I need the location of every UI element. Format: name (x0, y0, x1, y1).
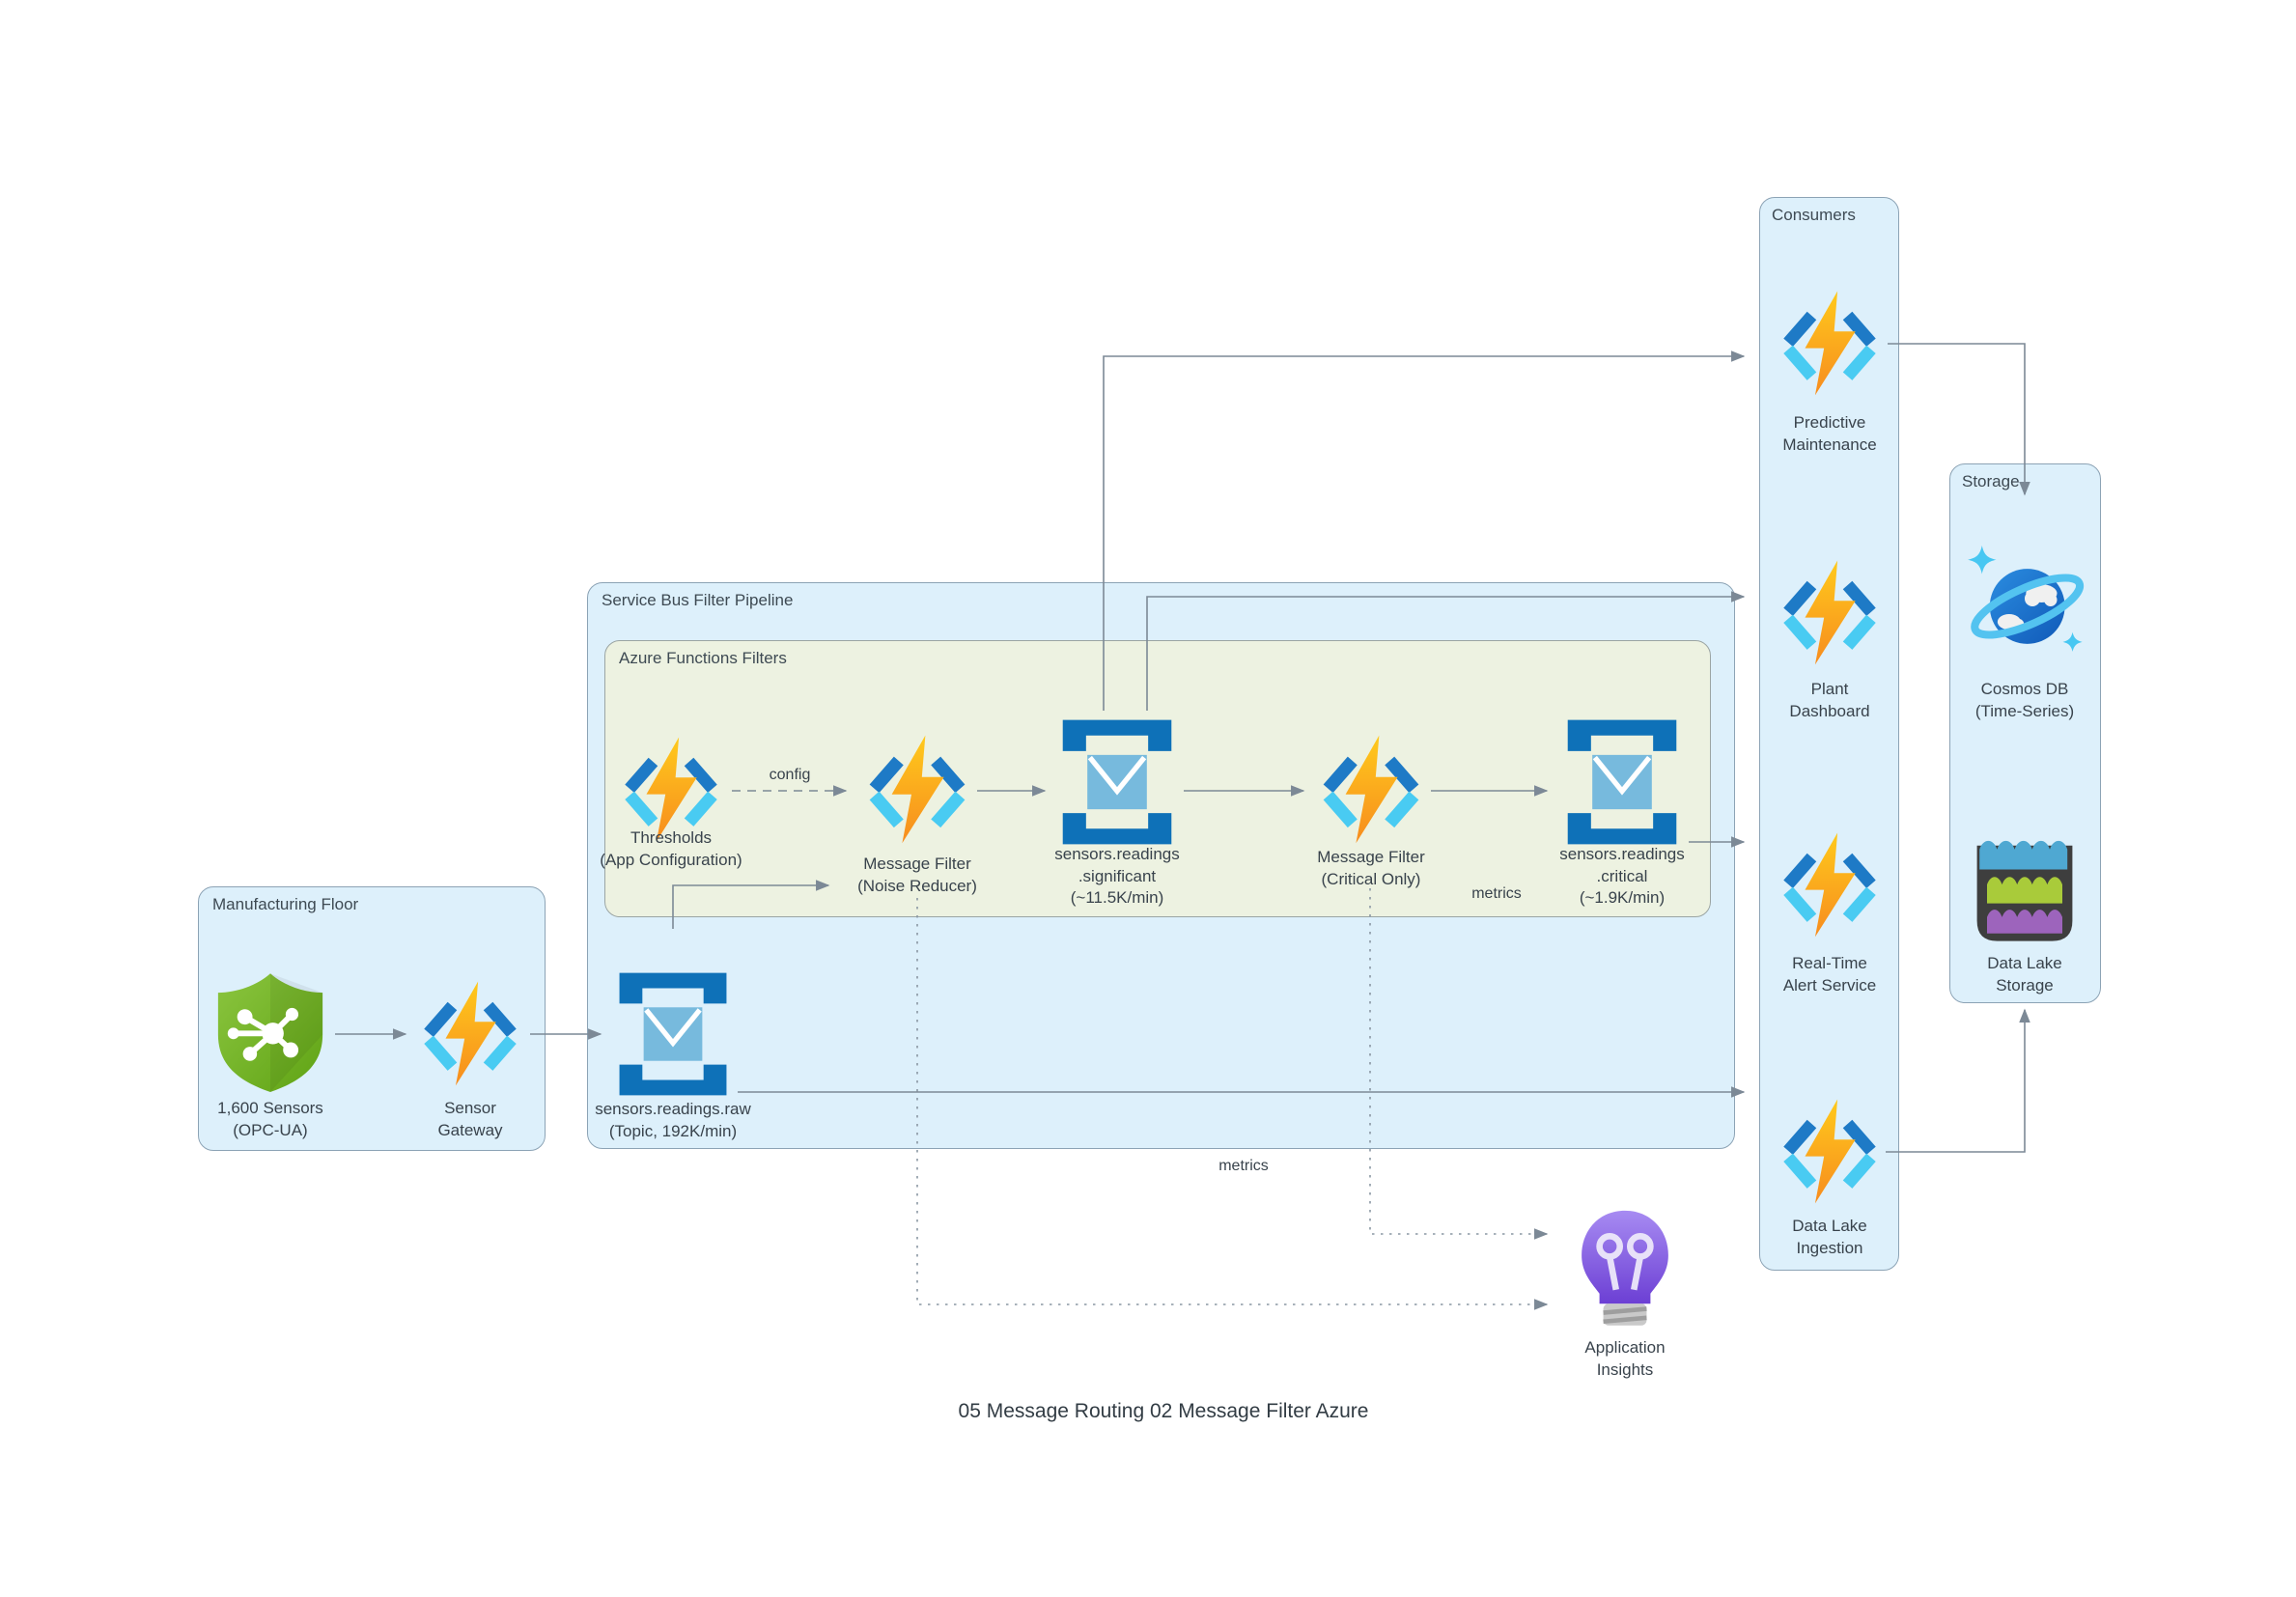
azure-functions-icon (1313, 732, 1429, 848)
azure-functions-filters-label: Azure Functions Filters (619, 649, 787, 667)
azure-functions-icon (1774, 557, 1886, 669)
cosmos-db-label: Cosmos DB(Time-Series) (1974, 680, 2075, 720)
edge-raw-topic-to-noise-filter (672, 880, 830, 929)
thresholds-label: Thresholds(App Configuration) (600, 828, 742, 869)
consumers-label: Consumers (1772, 206, 1856, 224)
critical-filter-label: Message Filter(Critical Only) (1317, 848, 1425, 888)
azure-functions-icon (1774, 829, 1886, 941)
manufacturing-floor-label: Manufacturing Floor (212, 895, 359, 913)
storage-label: Storage (1962, 472, 2020, 490)
consumers-container: Consumers (1759, 197, 1899, 1271)
edge-noise-filter-metrics-to-app-insights (916, 898, 1549, 1310)
edge-critical-filter-metrics-to-app-insights (1369, 888, 1549, 1240)
service-bus-topic-icon (1557, 717, 1687, 847)
azure-functions-icon (414, 978, 526, 1090)
critical-topic-label: sensors.readings.critical(~1.9K/min) (1559, 845, 1685, 907)
service-bus-pipeline-label: Service Bus Filter Pipeline (602, 591, 794, 609)
application-insights-icon (1561, 1203, 1689, 1331)
edge-significant-topic-to-predictive-maintenance (1103, 350, 1746, 711)
shield-sensors-icon (207, 968, 334, 1096)
edge-predictive-maintenance-to-cosmos-db (1888, 343, 2030, 496)
noise-filter-label: Message Filter(Noise Reducer) (857, 855, 977, 895)
cosmos-db-icon (1960, 542, 2089, 671)
significant-topic-label: sensors.readings.significant(~11.5K/min) (1054, 845, 1180, 907)
metrics-edge-label-noise: metrics (1218, 1158, 1269, 1174)
azure-functions-icon (1774, 1096, 1886, 1208)
raw-topic-label: sensors.readings.raw(Topic, 192K/min) (595, 1100, 751, 1140)
azure-functions-icon (1774, 288, 1886, 400)
edge-datalake-ingestion-to-datalake-storage (1886, 1008, 2030, 1153)
service-bus-topic-icon (609, 970, 737, 1098)
sensors-label: 1,600 Sensors(OPC-UA) (217, 1099, 323, 1139)
service-bus-topic-icon (1052, 717, 1182, 847)
azure-functions-filters-container: Azure Functions Filters (604, 640, 1711, 917)
diagram-title: 05 Message Routing 02 Message Filter Azu… (958, 1400, 1369, 1422)
metrics-edge-label-critical: metrics (1471, 885, 1522, 902)
edge-significant-topic-to-plant-dashboard (1146, 591, 1746, 711)
config-edge-label: config (769, 767, 811, 783)
azure-functions-icon (859, 732, 975, 848)
data-lake-storage-icon (1962, 826, 2087, 951)
